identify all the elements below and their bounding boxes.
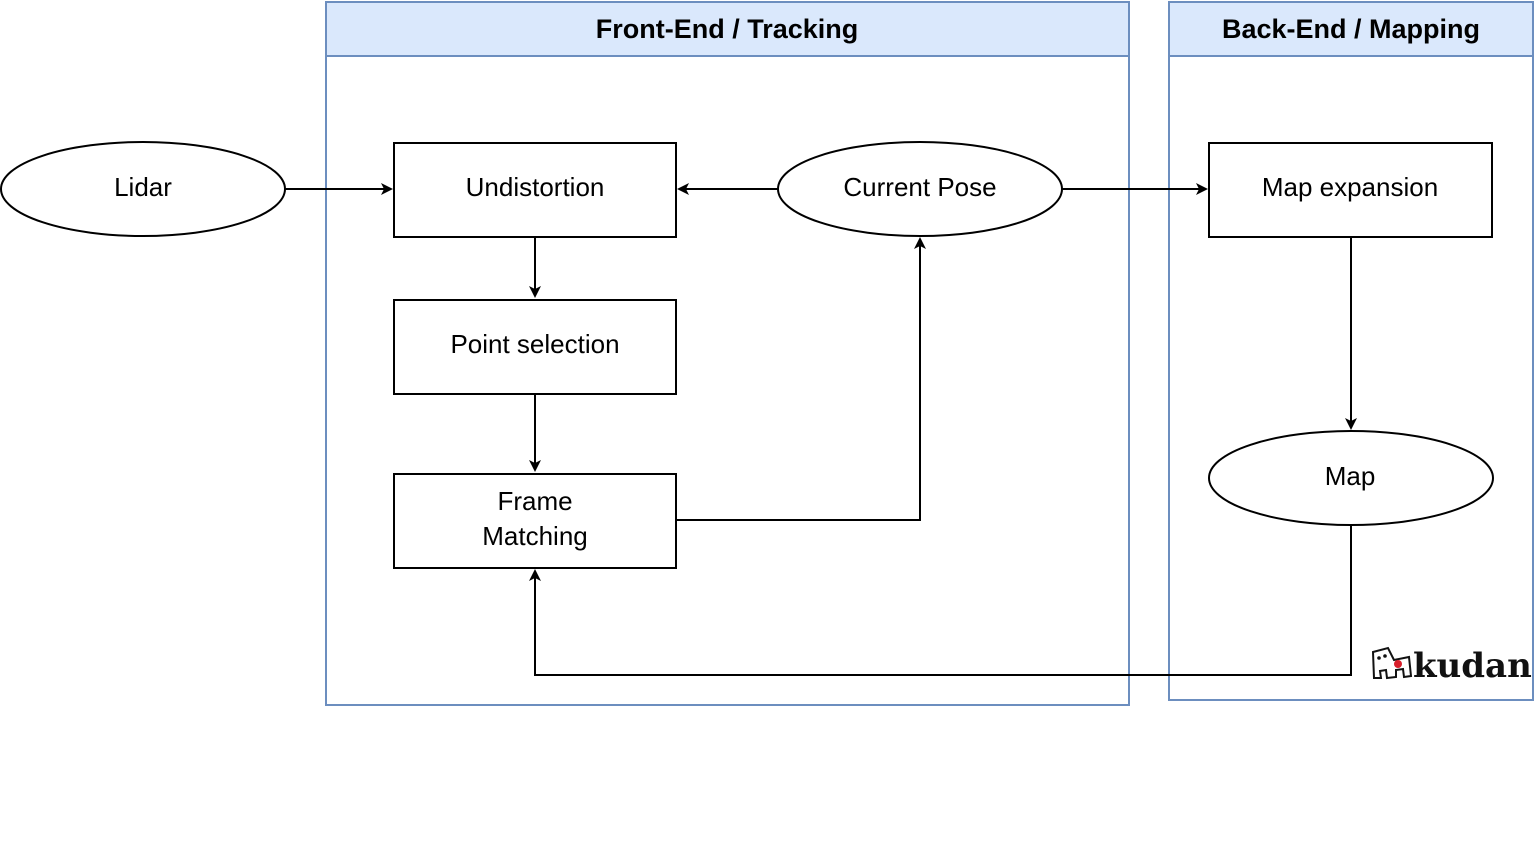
- node-current-pose: Current Pose: [777, 141, 1063, 237]
- node-undistortion-label: Undistortion: [466, 172, 605, 202]
- node-lidar: Lidar: [0, 141, 286, 237]
- back-end-lane: Back-End / Mapping: [1168, 1, 1534, 701]
- node-map-expansion-label: Map expansion: [1262, 172, 1438, 202]
- node-lidar-label: Lidar: [114, 172, 172, 202]
- node-frame-matching-label-line2: Matching: [482, 521, 588, 551]
- node-frame-matching: Frame Matching: [393, 473, 677, 569]
- node-map-expansion: Map expansion: [1208, 142, 1493, 238]
- kudan-logo: kudan: [1371, 646, 1532, 686]
- node-undistortion: Undistortion: [393, 142, 677, 238]
- kudan-mascot-icon: [1371, 646, 1413, 680]
- node-map-label: Map: [1325, 461, 1376, 491]
- edge-map-to-frame-matching: [529, 524, 1352, 676]
- node-current-pose-label: Current Pose: [843, 172, 996, 202]
- edge-frame-matching-to-current-pose: [677, 237, 926, 521]
- node-map: Map: [1208, 430, 1494, 526]
- front-end-lane-header: [325, 1, 1130, 57]
- back-end-lane-header: [1168, 1, 1534, 57]
- node-frame-matching-label-line1: Frame: [497, 486, 572, 516]
- front-end-lane: Front-End / Tracking: [325, 1, 1130, 706]
- back-end-lane-title: Back-End / Mapping: [1222, 14, 1480, 44]
- node-point-selection: Point selection: [393, 299, 677, 395]
- edges: [285, 183, 1357, 676]
- node-point-selection-label: Point selection: [450, 329, 619, 359]
- kudan-logo-text: kudan: [1413, 646, 1532, 686]
- front-end-lane-title: Front-End / Tracking: [596, 14, 859, 44]
